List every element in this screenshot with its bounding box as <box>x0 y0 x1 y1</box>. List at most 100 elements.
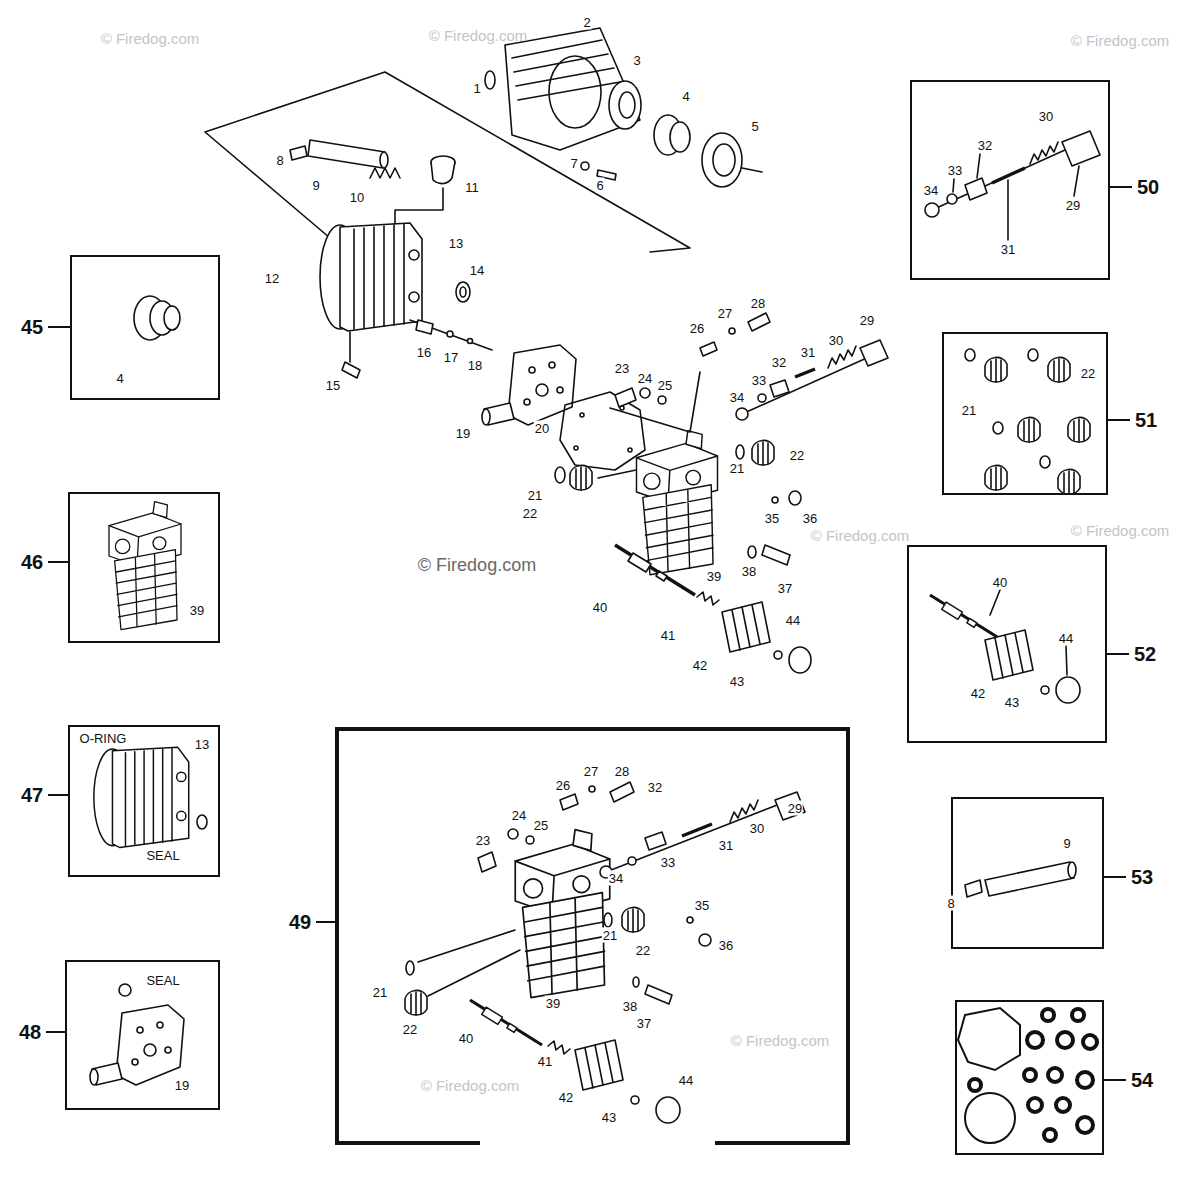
screw <box>762 545 790 565</box>
callout-number: 8 <box>946 896 955 911</box>
callout-number: 12 <box>264 271 280 286</box>
oil-cap <box>431 162 455 184</box>
callout-number: 27 <box>717 306 733 321</box>
callout-number: 34 <box>729 390 745 405</box>
callout-number: 22 <box>402 1022 418 1037</box>
callout-number: 25 <box>657 378 673 393</box>
callout-number: 13 <box>194 737 210 752</box>
ball <box>687 917 693 923</box>
seal <box>456 282 470 302</box>
callout-number: 8 <box>275 153 284 168</box>
ball <box>631 1096 639 1104</box>
knob <box>860 340 888 366</box>
group-box: 48 <box>65 960 220 1110</box>
cap <box>1056 677 1080 703</box>
callout-number: 33 <box>660 855 676 870</box>
bearing-bore <box>713 144 735 176</box>
callout-number: 40 <box>592 600 608 615</box>
o-ring <box>965 349 975 361</box>
assembly-line <box>418 930 520 996</box>
part-label: SEAL <box>145 848 180 863</box>
callout-number: 31 <box>1000 242 1016 257</box>
callout-number: 34 <box>923 183 939 198</box>
callout-number: 9 <box>1062 836 1071 851</box>
ball <box>774 651 782 659</box>
callout-number: 24 <box>637 371 653 386</box>
callout-number: 38 <box>622 999 638 1014</box>
callout-number: 5 <box>750 119 759 134</box>
valve-cap <box>1048 357 1070 382</box>
assembly-bracket <box>205 72 690 252</box>
pump-body <box>320 223 422 331</box>
leader-line <box>953 154 1079 240</box>
bore <box>549 56 601 128</box>
gasket <box>560 392 645 470</box>
callout-number: 19 <box>455 426 471 441</box>
piston <box>700 342 717 356</box>
o-ring <box>965 1093 1015 1143</box>
knob <box>1062 131 1100 166</box>
callout-number: 28 <box>750 296 766 311</box>
callout-number: 42 <box>970 686 986 701</box>
box-border <box>335 1141 850 1145</box>
screw <box>965 880 982 897</box>
assembly-line <box>598 372 700 478</box>
piston <box>560 794 578 810</box>
cooling-fins <box>512 40 620 100</box>
callout-number: 44 <box>1058 631 1074 646</box>
pump-body <box>94 747 189 847</box>
callout-number: 10 <box>349 190 365 205</box>
spring <box>697 592 719 605</box>
callout-number: 38 <box>741 564 757 579</box>
callout-number: 14 <box>469 263 485 278</box>
knob <box>985 630 1033 680</box>
callout-number: 36 <box>718 938 734 953</box>
callout-number: 23 <box>475 833 491 848</box>
group-number: 48 <box>19 1022 41 1042</box>
o-ring <box>555 467 565 483</box>
o-ring <box>1040 456 1050 468</box>
wobble-plate <box>670 122 690 152</box>
callout-number: 7 <box>569 156 578 171</box>
unloader-valve <box>615 545 695 595</box>
group-number: 53 <box>1131 867 1153 887</box>
seal-rings <box>969 1009 1097 1141</box>
ball <box>1041 686 1049 694</box>
o-ring <box>589 786 595 792</box>
plunger-end <box>1068 862 1076 878</box>
wobble-plate <box>164 306 180 330</box>
o-ring <box>1028 349 1038 361</box>
group-box: 54 <box>955 1000 1104 1155</box>
plug <box>699 934 711 946</box>
valve-seat <box>478 852 496 872</box>
o-ring <box>640 388 650 398</box>
ball <box>628 857 636 865</box>
group-box: 46 <box>68 492 220 643</box>
o-ring <box>604 913 612 927</box>
callout-number: 4 <box>681 89 690 104</box>
spring <box>730 800 758 822</box>
assembly-line <box>742 352 880 414</box>
callout-number: 34 <box>608 871 624 886</box>
callout-number: 42 <box>692 658 708 673</box>
unloader-valve <box>470 1000 542 1045</box>
gasket <box>958 1008 1020 1070</box>
plug <box>610 782 634 802</box>
callout-number: 23 <box>614 361 630 376</box>
group-number: 45 <box>21 317 43 337</box>
seal-bore <box>460 287 466 297</box>
spring <box>548 1041 570 1054</box>
callout-number: 39 <box>706 569 722 584</box>
watermark: © Firedog.com <box>1070 522 1171 539</box>
o-ring <box>993 422 1003 434</box>
watermark: © Firedog.com <box>420 1077 521 1094</box>
callout-number: 20 <box>534 421 550 436</box>
callout-number: 26 <box>555 778 571 793</box>
spring <box>370 168 400 178</box>
ball <box>947 194 957 204</box>
seal <box>119 984 131 996</box>
callout-number: 3 <box>632 53 641 68</box>
callout-number: 30 <box>828 333 844 348</box>
callout-number: 40 <box>992 575 1008 590</box>
